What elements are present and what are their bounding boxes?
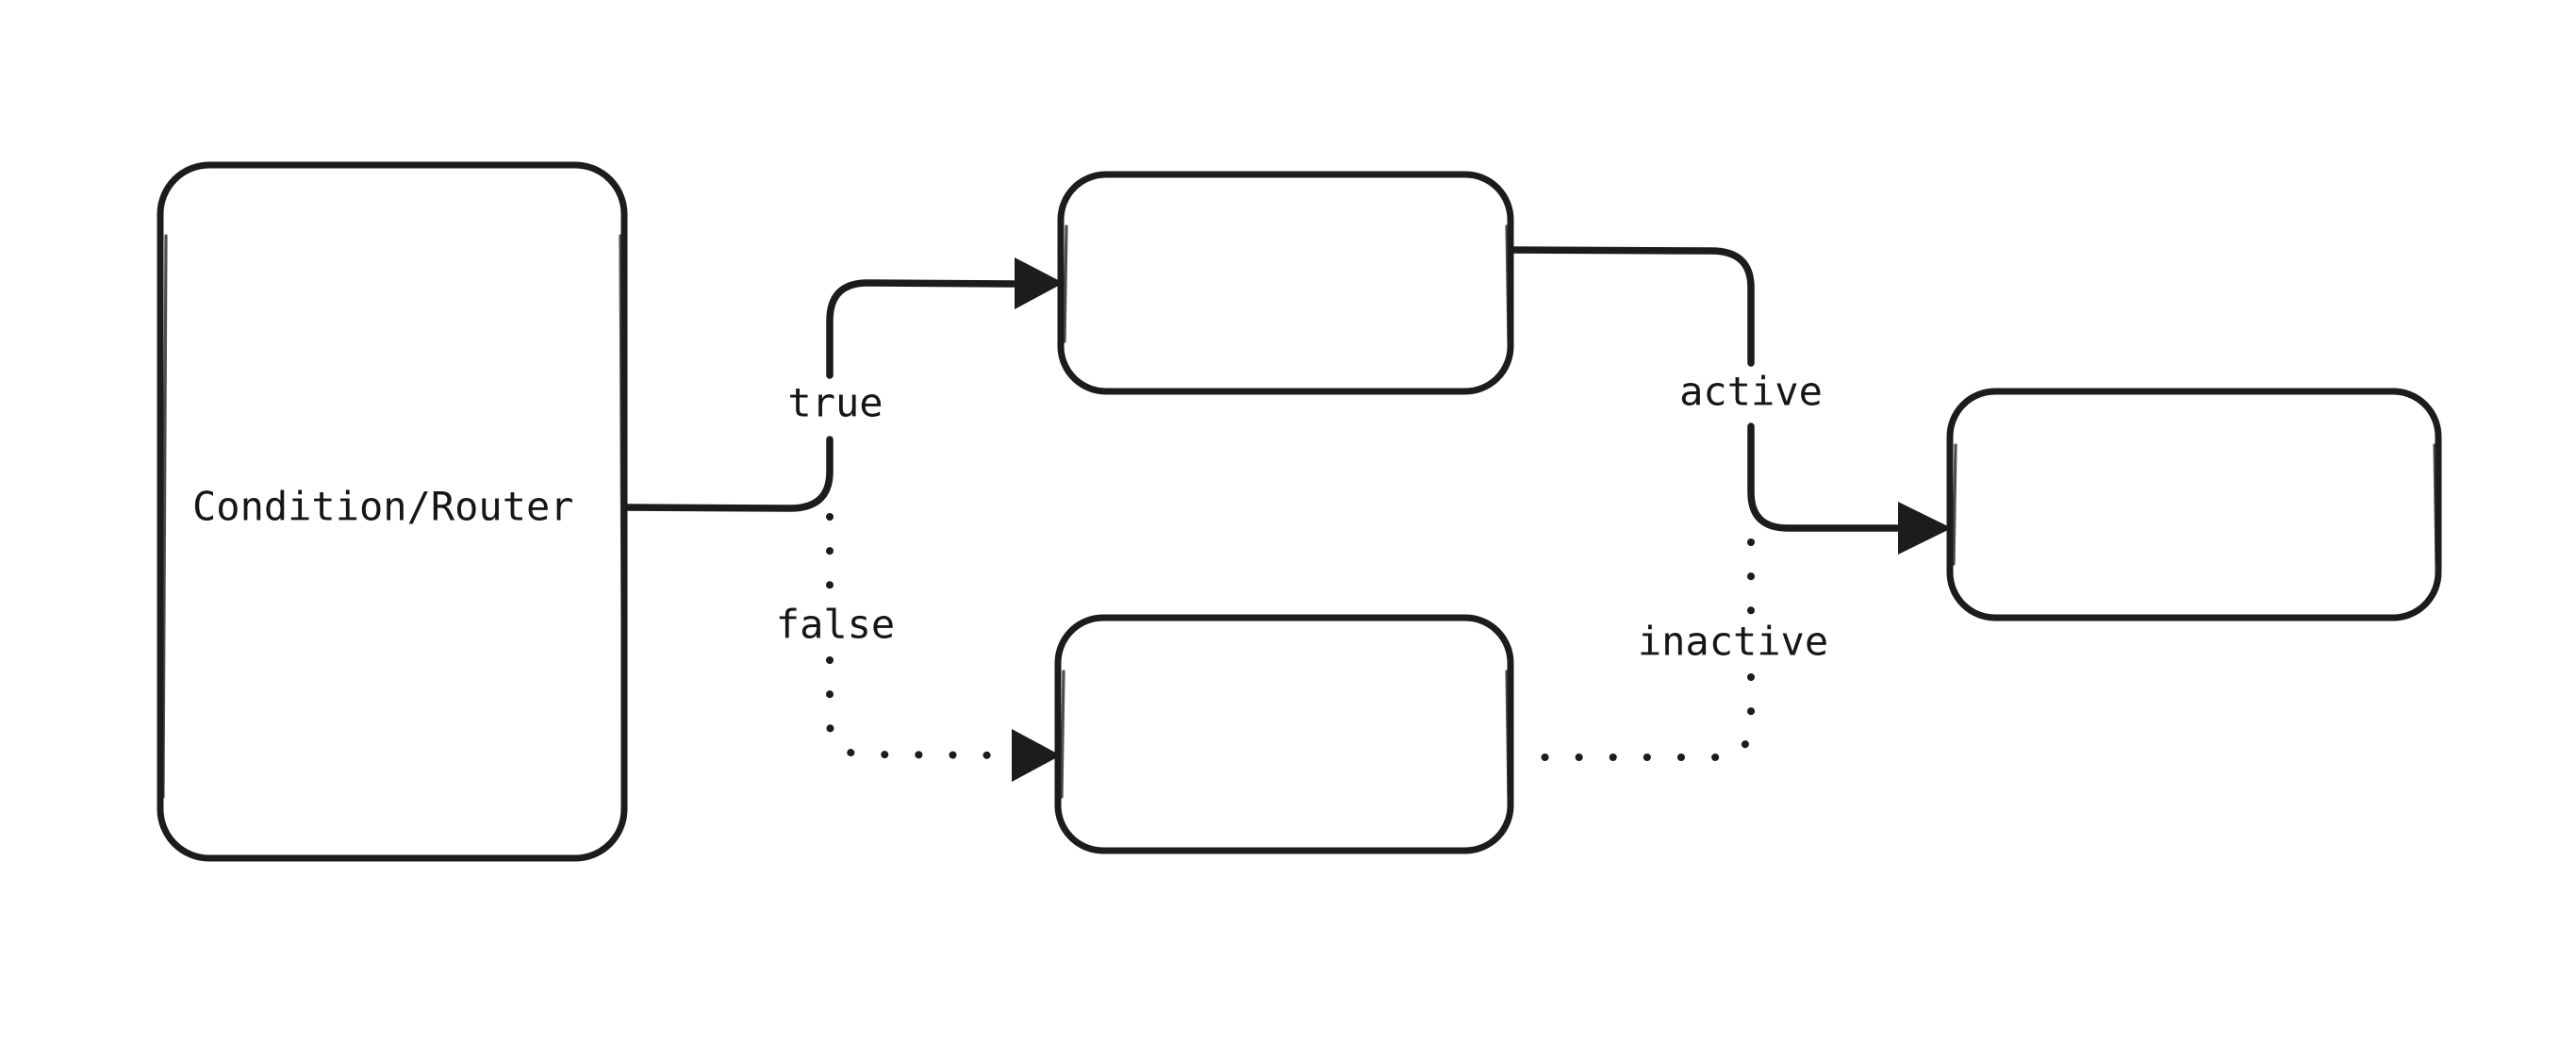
edge-false[interactable]: false [776, 513, 1061, 782]
edge-label-active: active [1679, 369, 1823, 415]
edge-inactive[interactable]: inactive [1509, 538, 1828, 761]
node-merge[interactable] [1946, 388, 2442, 621]
arrowhead-false [1012, 729, 1061, 782]
node-condition-router[interactable]: Condition/Router [157, 161, 628, 862]
arrowhead-merge [1898, 502, 1952, 555]
edge-active[interactable]: active [1507, 246, 1952, 555]
edge-label-false: false [776, 602, 895, 648]
edge-true[interactable]: true [620, 257, 1064, 512]
edge-label-inactive: inactive [1638, 619, 1828, 665]
node-false-branch[interactable] [1054, 614, 1514, 854]
node-label-condition-router: Condition/Router [192, 484, 574, 530]
node-true-branch[interactable] [1057, 171, 1514, 395]
arrowhead-true [1015, 257, 1064, 309]
edge-label-true: true [787, 380, 883, 426]
